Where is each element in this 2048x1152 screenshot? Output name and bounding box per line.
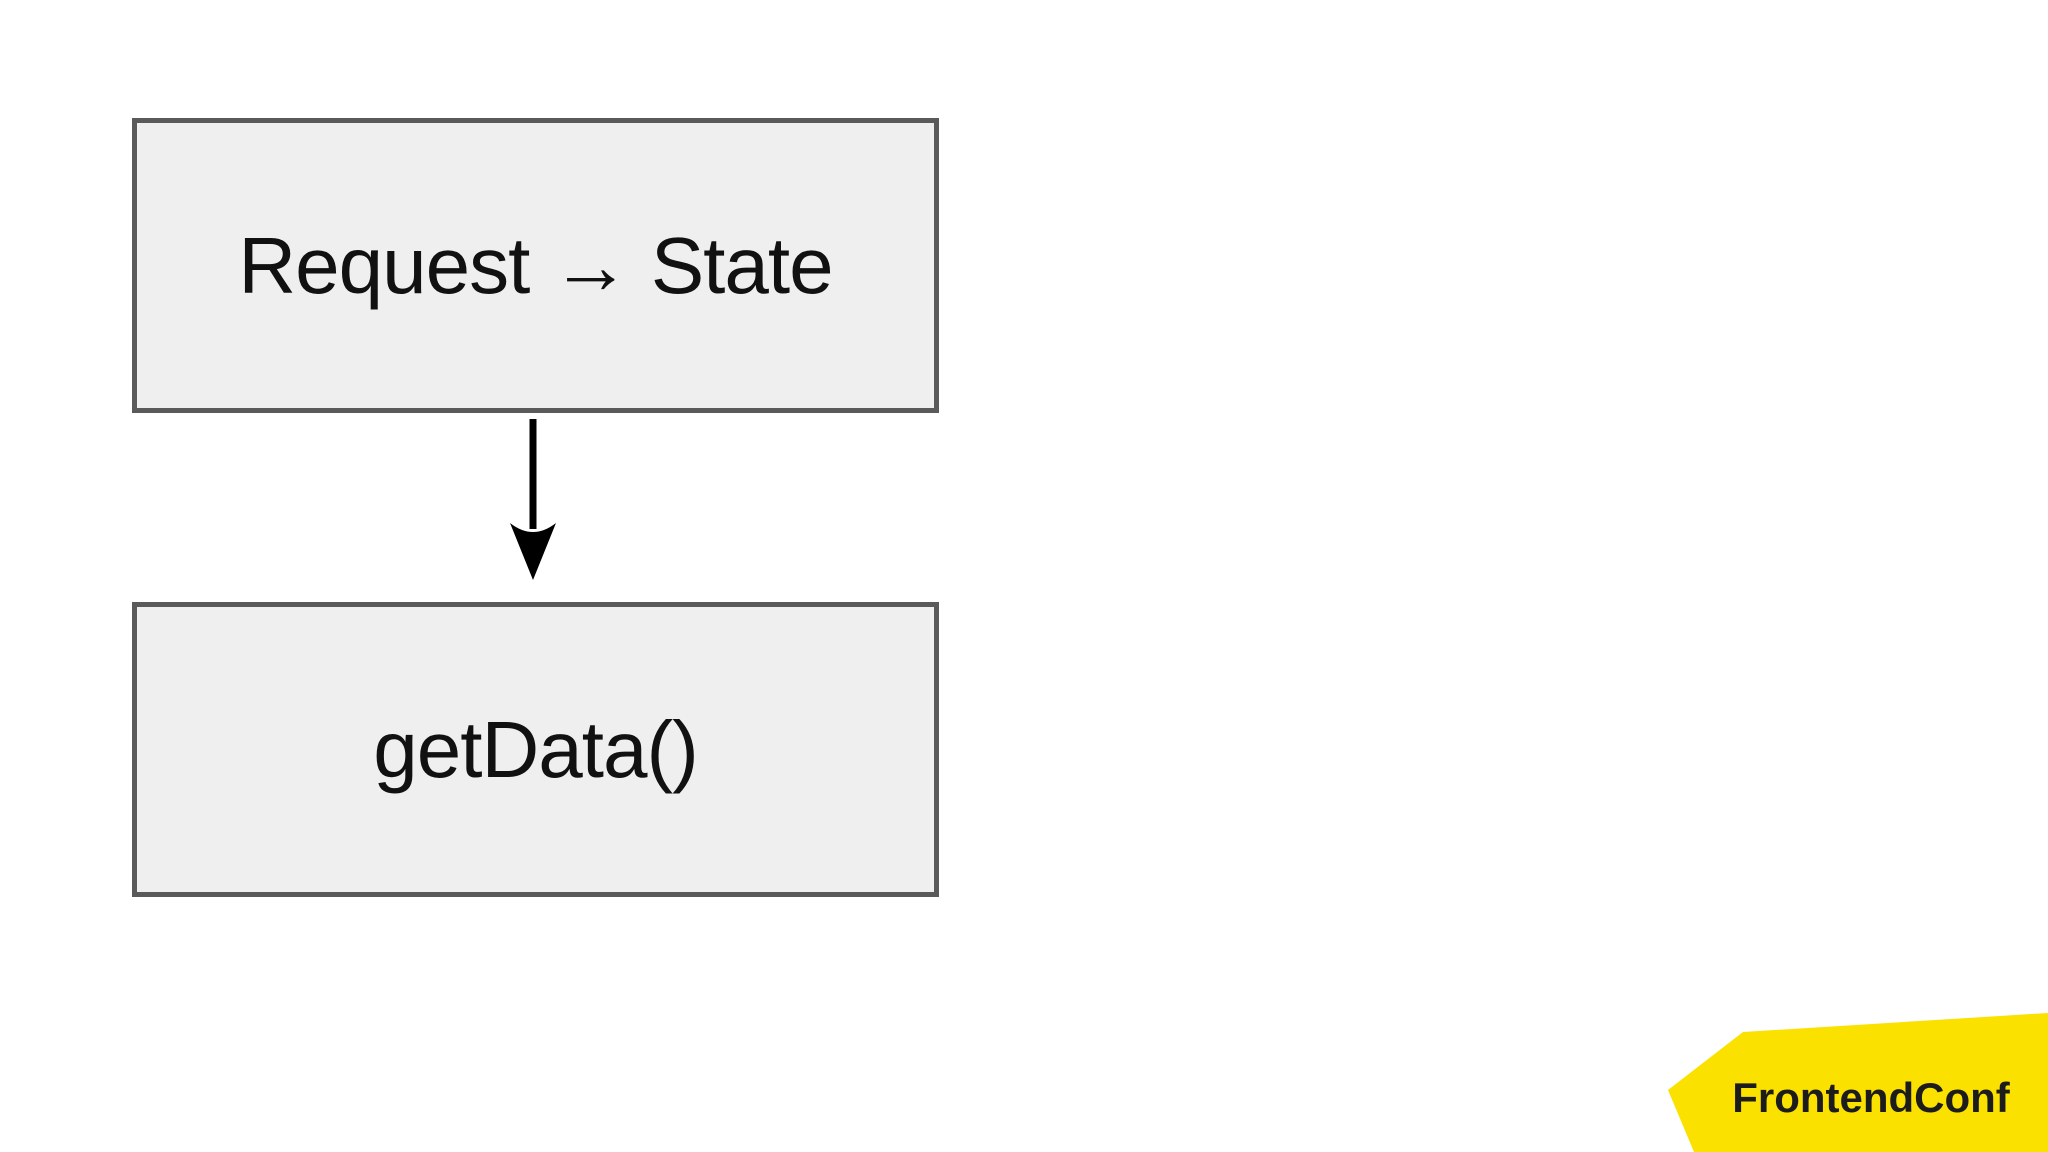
logo-label: FrontendConf [1732, 1074, 2010, 1121]
flow-box-request-state: Request → State [132, 118, 939, 413]
flow-box-getdata: getData() [132, 602, 939, 897]
logo-badge-shape [1668, 1013, 2048, 1152]
flow-box-request-state-label: Request → State [238, 220, 833, 310]
frontendconf-logo: FrontendConf [1660, 1000, 2048, 1152]
flow-box-getdata-label: getData() [373, 704, 698, 794]
arrow-down-icon [510, 419, 556, 580]
